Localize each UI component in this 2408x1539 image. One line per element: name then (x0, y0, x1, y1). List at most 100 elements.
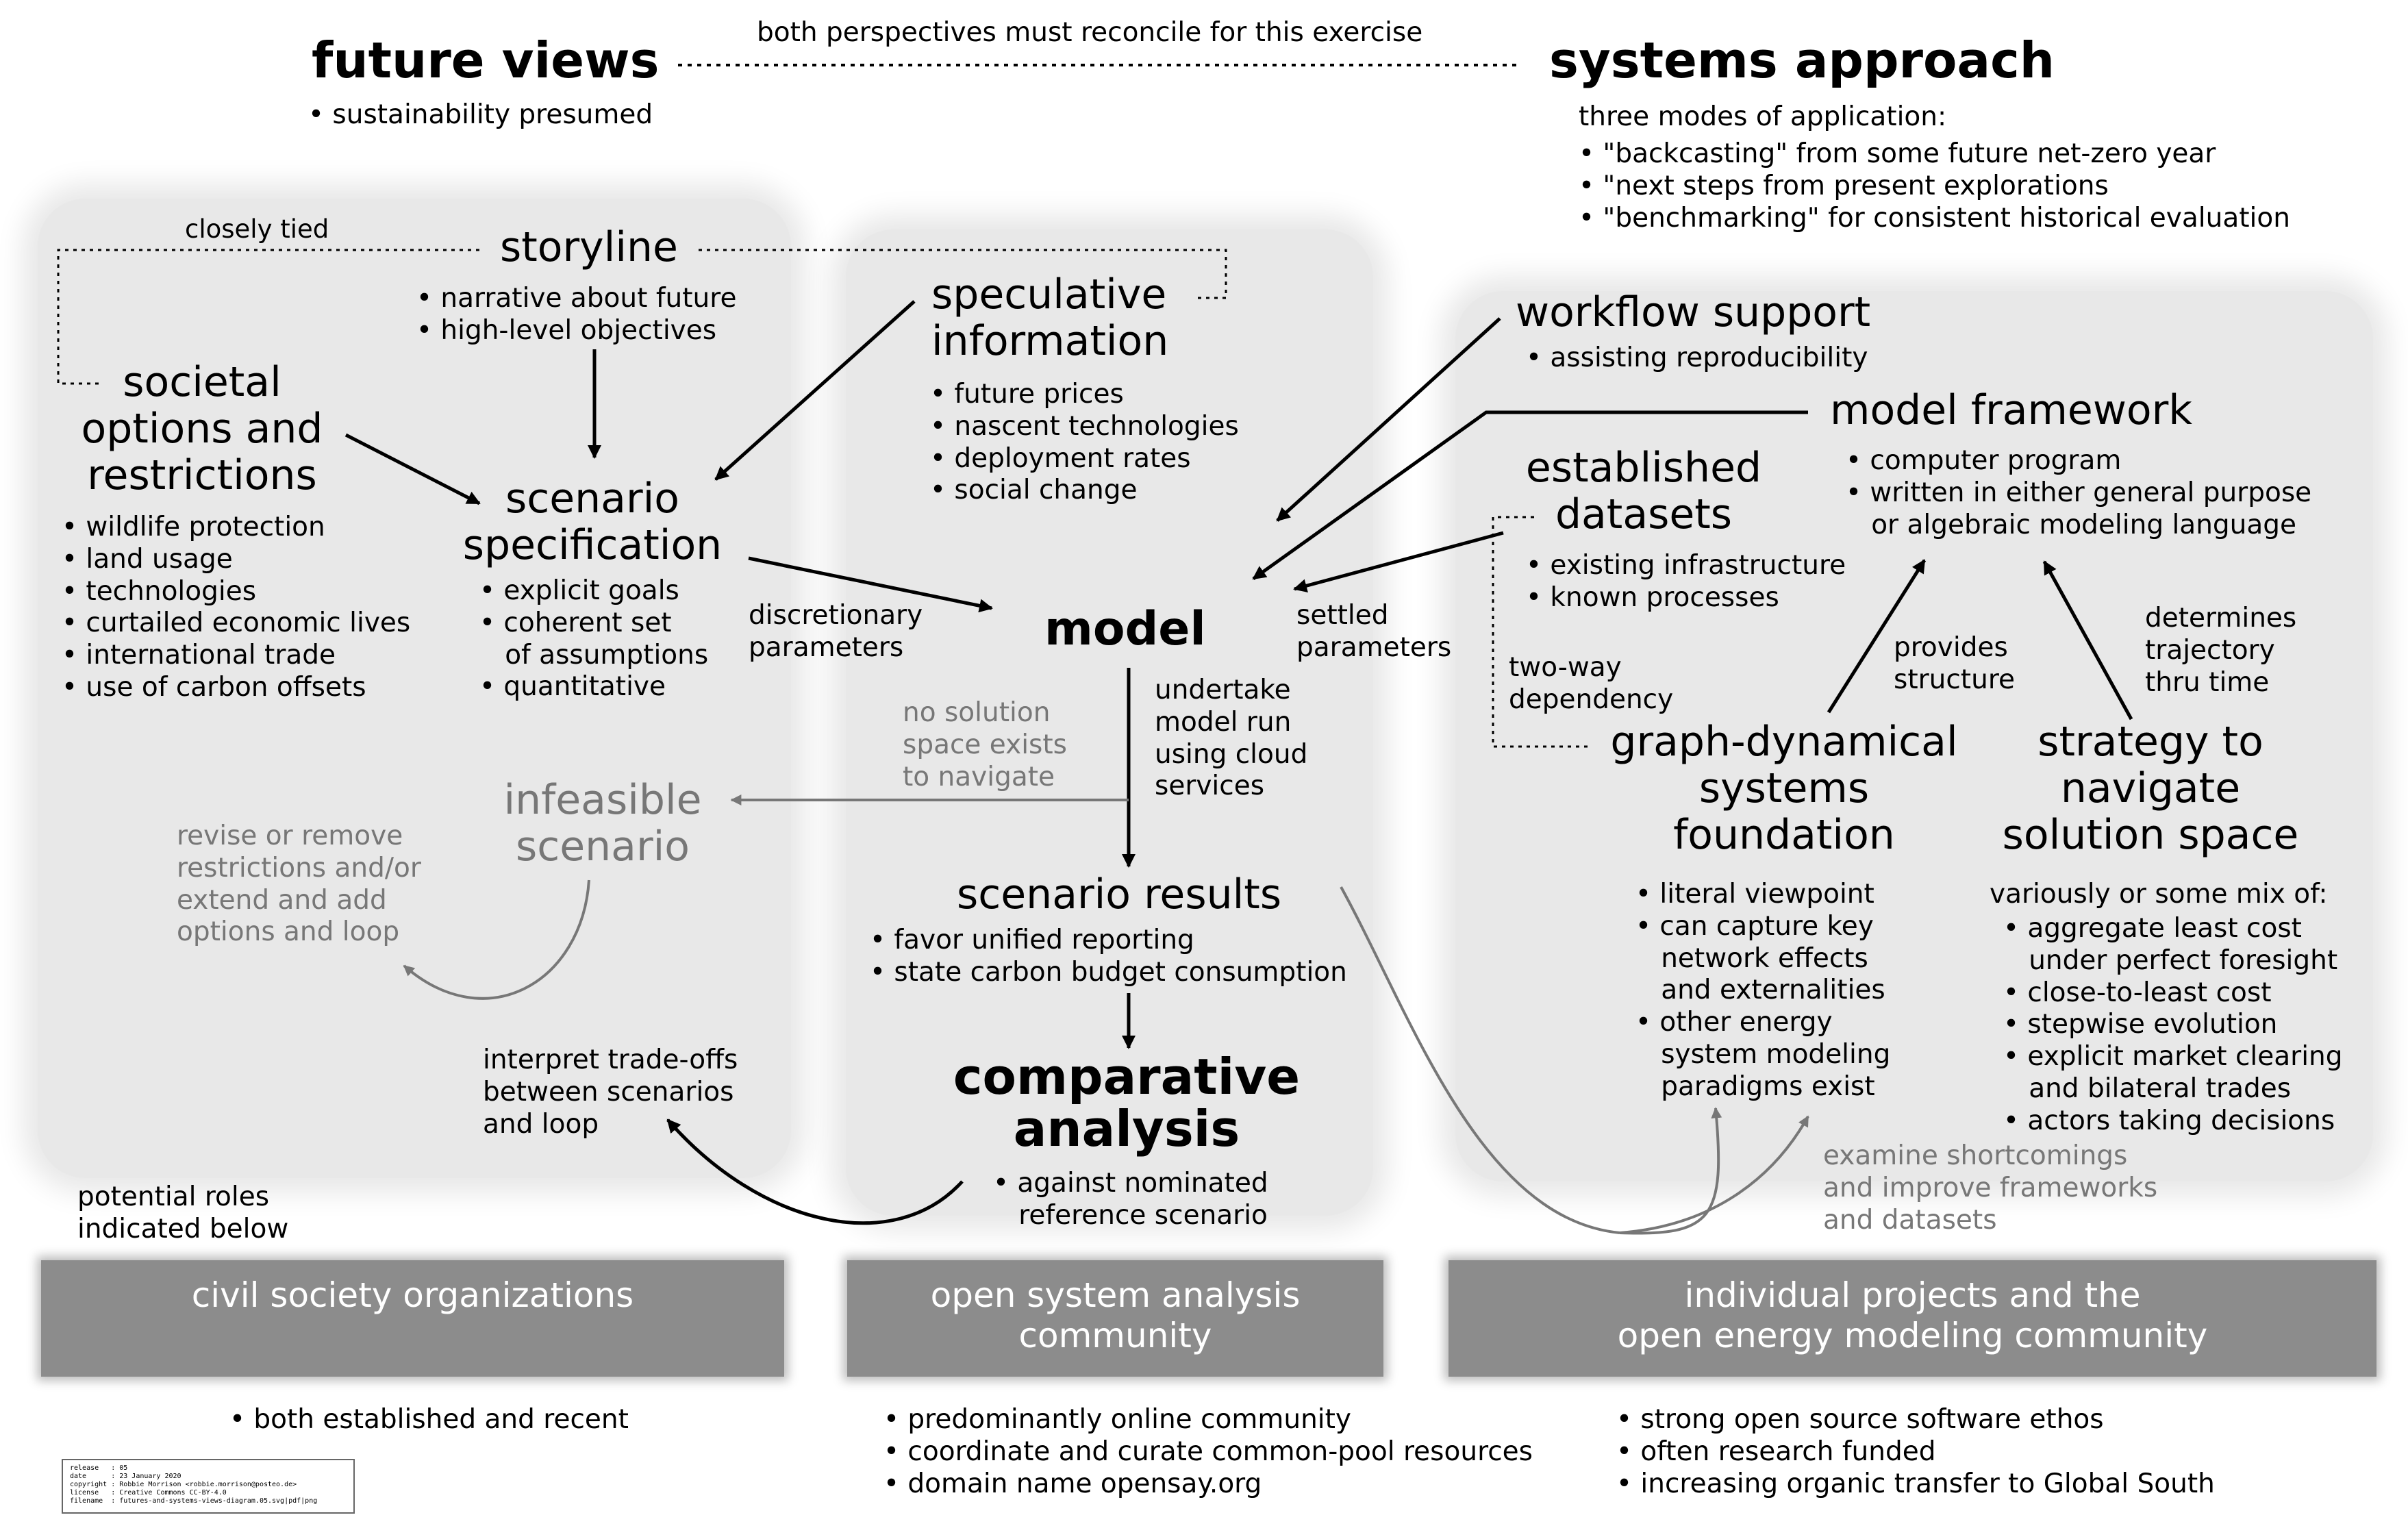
interpret-note-line: interpret trade-offs (483, 1044, 738, 1075)
model-framework-bullet: • written in either general purpose (1846, 477, 2312, 508)
datasets-title-line: datasets (1555, 490, 1733, 538)
two-way-line: two-way (1509, 652, 1622, 683)
provides-line: provides (1894, 632, 2008, 663)
graph-bullet: • other energy (1635, 1007, 1833, 1038)
individual-band-line: open energy modeling community (1617, 1316, 2208, 1355)
speculative-bullet: • nascent technologies (930, 410, 1239, 442)
examine-to-graph-arrow (1619, 1107, 1722, 1235)
societal-bullet: • wildlife protection (62, 512, 325, 542)
civil-footer-bullet: • both established and recent (229, 1404, 629, 1435)
determines-note: determines trajectory thru time (2145, 603, 2296, 699)
graph-bullet: • literal viewpoint (1635, 879, 1874, 910)
graph-to-framework-arrow (1827, 559, 1927, 714)
individual-band-line: individual projects and the (1684, 1275, 2141, 1315)
metadata-line: filename : futures-and-systems-views-dia… (70, 1497, 318, 1505)
scenario-results-bullets: • favor unified reporting • state carbon… (870, 925, 1347, 989)
graph-bullet: network effects (1635, 942, 1868, 974)
metadata-line: copyright : Robbie Morrison <robbie.morr… (70, 1481, 297, 1488)
graph-title-line: systems (1698, 764, 1870, 812)
model-framework-bullet: • computer program (1846, 445, 2122, 476)
scenario-spec-bullet: • coherent set (479, 607, 672, 638)
comparative-to-interpret-arrow (666, 1118, 964, 1225)
datasets-bullets: • existing infrastructure • known proces… (1526, 550, 1846, 614)
scenario-results-title: scenario results (957, 871, 1282, 918)
graph-bullet: and externalities (1635, 975, 1885, 1006)
datasets-bullet: • existing infrastructure (1526, 550, 1846, 581)
no-solution-line: space exists (903, 729, 1067, 760)
systems-approach-title: systems approach (1549, 32, 2055, 89)
graph-bullets: • literal viewpoint • can capture key ne… (1635, 879, 1890, 1103)
datasets-title-line: established (1525, 444, 1762, 492)
workflow-to-model-arrow (1276, 317, 1501, 522)
scenario-spec-bullet: of assumptions (479, 639, 709, 671)
closely-tied-label: closely tied (185, 214, 329, 244)
revise-note-line: options and loop (177, 916, 400, 948)
comparative-bullet: • against nominated (993, 1168, 1268, 1199)
speculative-to-spec-arrow (714, 300, 916, 481)
scenario-spec-title-line: specification (462, 521, 723, 569)
examine-note-line: and improve frameworks (1823, 1172, 2158, 1203)
individual-footer-bullet: • strong open source software ethos (1616, 1404, 2104, 1435)
comparative-title-line: comparative (953, 1048, 1301, 1105)
strategy-bullet: • actors taking decisions (2003, 1105, 2335, 1136)
societal-bullet: • use of carbon offsets (62, 671, 366, 703)
metadata-line: date : 23 January 2020 (70, 1473, 181, 1480)
speculative-title: speculative information (931, 271, 1169, 365)
examine-note-line: examine shortcomings (1823, 1140, 2128, 1171)
center-panel (846, 229, 1373, 1216)
strategy-bullet: under perfect foresight (2003, 944, 2338, 976)
model-framework-title: model framework (1830, 386, 2193, 434)
individual-footer-bullet: • increasing organic transfer to Global … (1616, 1468, 2215, 1499)
systems-mode-item: • "next steps from present explorations (1579, 170, 2109, 201)
societal-title-line: options and (81, 404, 323, 453)
model-title: model (1044, 602, 1206, 656)
revise-note-line: extend and add (177, 884, 387, 916)
discretionary-line: discretionary (749, 600, 923, 631)
datasets-bullet: • known processes (1526, 581, 1779, 613)
scenario-spec-bullet: • quantitative (479, 671, 666, 703)
societal-bullet: • land usage (62, 543, 233, 575)
comparative-title-line: analysis (1013, 1099, 1240, 1158)
systems-intro: three modes of application: (1579, 101, 1947, 132)
societal-to-spec-arrow (344, 433, 481, 505)
undertake-line: model run (1155, 706, 1292, 738)
established-datasets-title: established datasets (1517, 445, 1770, 538)
no-solution-note: no solution space exists to navigate (903, 697, 1067, 793)
reconcile-note: both perspectives must reconcile for thi… (757, 17, 1423, 48)
strategy-bullet: • close-to-least cost (2003, 977, 2272, 1008)
revise-note: revise or remove restrictions and/or ext… (177, 821, 421, 949)
societal-title-line: societal (123, 358, 281, 406)
scenario-spec-bullet: • explicit goals (479, 575, 679, 606)
strategy-title: strategy to navigate solution space (1983, 718, 2318, 859)
future-views-title: future views (312, 32, 660, 89)
graph-bullet: • can capture key (1635, 910, 1874, 942)
comparative-analysis-title: comparative analysis (931, 1051, 1322, 1155)
strategy-bullet: and bilateral trades (2003, 1073, 2292, 1104)
strategy-bullet: • aggregate least cost (2003, 913, 2302, 944)
examine-note: examine shortcomings and improve framewo… (1823, 1140, 2157, 1236)
discretionary-line: parameters (749, 631, 904, 663)
scenario-spec-title: scenario specification (442, 475, 743, 569)
workflow-bullet: • assisting reproducibility (1526, 342, 1868, 373)
strategy-bullets: • aggregate least cost under perfect for… (2003, 913, 2343, 1138)
storyline-title: storyline (500, 223, 678, 271)
open-system-band-line: open system analysis (930, 1275, 1301, 1315)
societal-title-line: restrictions (87, 451, 317, 499)
scenario-spec-title-line: scenario (505, 475, 679, 523)
storyline-bullet: • narrative about future (416, 283, 737, 314)
strategy-title-line: solution space (2002, 810, 2299, 859)
societal-bullets: • wildlife protection • land usage • tec… (62, 512, 410, 704)
strategy-intro: variously or some mix of: (1990, 879, 2328, 910)
settled-line: parameters (1296, 631, 1452, 663)
speculative-bullets: • future prices • nascent technologies •… (930, 379, 1239, 507)
no-solution-line: to navigate (903, 761, 1055, 792)
infeasible-scenario-title: infeasible scenario (479, 777, 726, 871)
workflow-support-title: workflow support (1516, 288, 1871, 336)
metadata-box: release : 05 date : 23 January 2020 copy… (62, 1459, 355, 1514)
strategy-title-line: strategy to (2037, 718, 2263, 766)
speculative-title-line: information (931, 316, 1169, 365)
open-system-band: open system analysis community (847, 1260, 1383, 1377)
scenario-results-bullet: • state carbon budget consumption (870, 956, 1347, 988)
settled-label: settled parameters (1296, 600, 1451, 664)
